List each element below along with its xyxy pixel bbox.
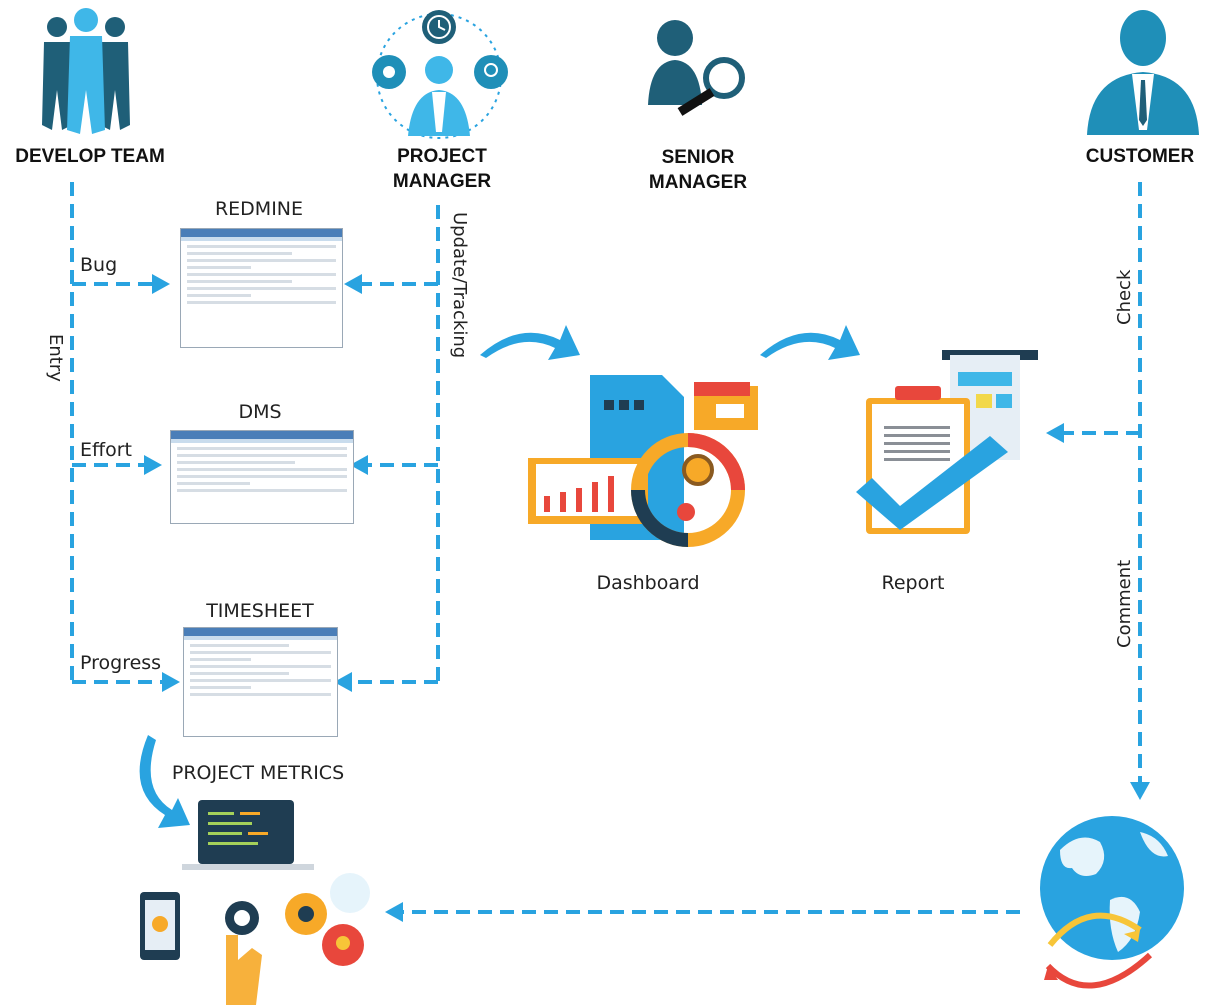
effort-label: Effort [80,439,132,461]
customer-label: CUSTOMER [1085,146,1195,167]
team-people-icon [42,8,130,134]
dashboard-charts-icon [528,375,758,547]
customer-person-icon [1087,10,1199,135]
dms-screenshot-thumbnail [170,430,354,524]
project-metrics-caption: PROJECT METRICS [171,762,345,784]
redmine-caption: REDMINE [214,198,304,220]
globe-refresh-icon [1040,816,1184,989]
manager-with-clock-gear-bulb-icon [372,10,508,139]
project-manager-line2: MANAGER [392,171,492,192]
comment-label: Comment [1114,559,1135,648]
dashboard-caption: Dashboard [596,572,700,594]
timesheet-caption: TIMESHEET [206,600,314,622]
update-tracking-label: Update/Tracking [449,212,470,359]
manager-magnifier-icon [648,20,745,116]
redmine-screenshot-thumbnail [180,228,343,348]
develop-team-label: DEVELOP TEAM [15,146,165,167]
arrow-heads [144,274,1150,922]
dms-caption: DMS [238,401,282,423]
customer-title: CUSTOMER [1070,144,1210,169]
progress-label: Progress [80,652,162,674]
laptop-devices-icon [140,800,370,1005]
report-caption: Report [881,572,945,594]
senior-manager-title: SENIOR MANAGER [628,145,768,195]
project-manager-line1: PROJECT [397,146,487,167]
project-manager-title: PROJECT MANAGER [372,144,512,194]
timesheet-screenshot-thumbnail [183,627,338,737]
entry-label: Entry [45,334,66,382]
develop-team-title: DEVELOP TEAM [0,144,180,169]
senior-manager-line2: MANAGER [648,172,748,193]
senior-manager-line1: SENIOR [661,147,735,168]
dashed-connectors [70,182,1142,914]
curved-arrows [139,325,860,828]
report-clipboard-check-icon [856,350,1038,534]
check-label: Check [1114,269,1135,325]
bug-label: Bug [80,254,118,276]
